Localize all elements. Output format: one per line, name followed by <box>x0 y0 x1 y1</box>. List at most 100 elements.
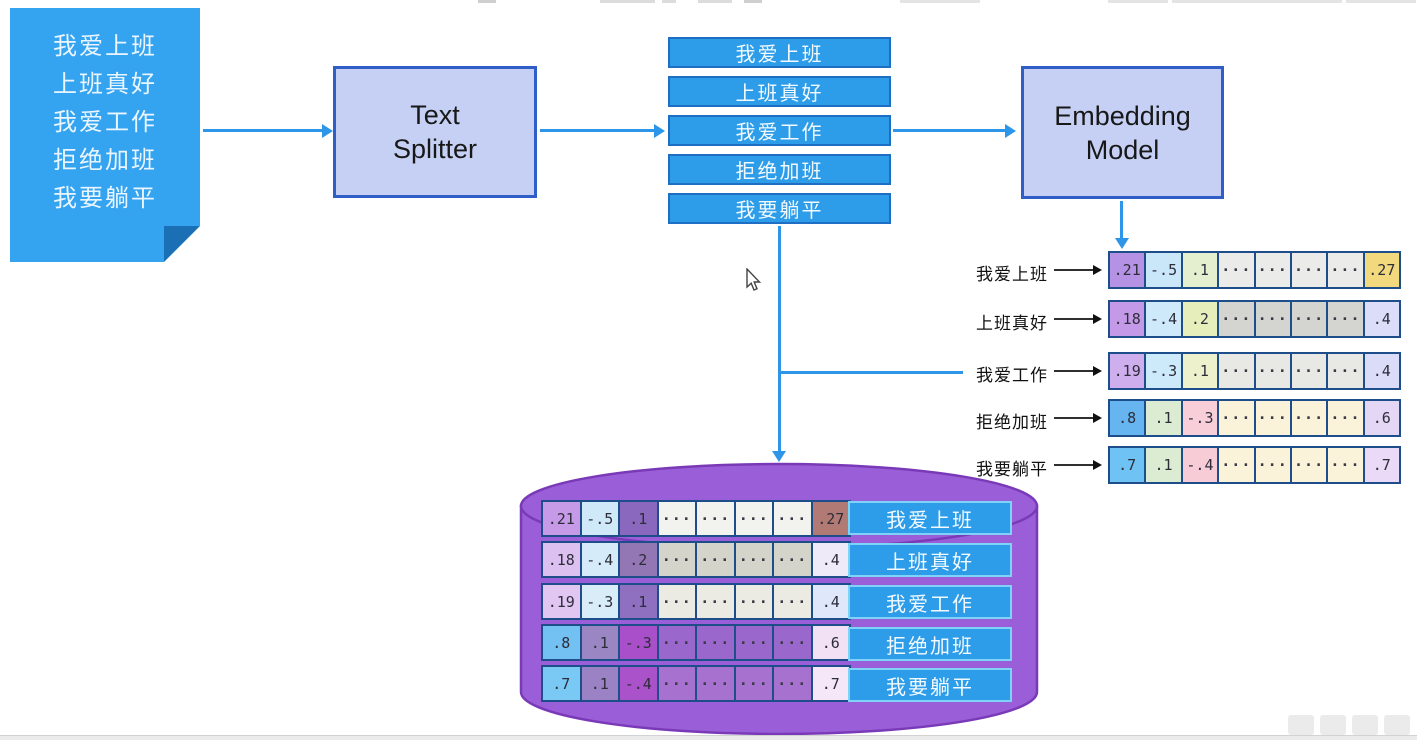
top-edge-fragment <box>744 0 762 3</box>
vector-label-arrow <box>1054 370 1094 372</box>
document-line: 我爱上班 <box>53 33 157 60</box>
vector-cell: .6 <box>1362 401 1399 435</box>
vector-label-arrowhead <box>1093 366 1102 376</box>
db-cell: .18 <box>543 543 580 576</box>
vector-label-arrow <box>1054 464 1094 466</box>
db-row: .18-.4.2············.4 <box>541 541 851 578</box>
db-cell: .1 <box>618 585 657 618</box>
text-splitter-label: Text Splitter <box>392 100 478 164</box>
vector-cell: ··· <box>1289 354 1327 388</box>
db-row: .19-.3.1············.4 <box>541 583 851 620</box>
db-cell: .4 <box>810 543 849 576</box>
arrowhead-model-to-vectors <box>1115 238 1129 249</box>
db-cell: ··· <box>656 667 695 700</box>
db-row: .8.1-.3············.6 <box>541 624 851 661</box>
vector-cell: .1 <box>1144 401 1181 435</box>
vector-cell: .1 <box>1180 253 1218 287</box>
db-cell: .1 <box>579 667 618 700</box>
db-cell: ··· <box>772 585 811 618</box>
vector-cell: .27 <box>1362 253 1399 287</box>
chunk-bar: 上班真好 <box>668 76 891 107</box>
db-cell: .1 <box>618 502 657 535</box>
branch-line-to-vector-row <box>780 371 963 374</box>
vector-label-arrow <box>1054 417 1094 419</box>
embedding-model-box: Embedding Model <box>1021 66 1224 199</box>
db-cell: ··· <box>772 502 811 535</box>
db-cell: .21 <box>543 502 580 535</box>
document-line: 我要躺平 <box>53 185 157 212</box>
arrow-model-to-vectors <box>1120 201 1123 239</box>
db-cell: ··· <box>772 626 811 659</box>
vector-cell: .4 <box>1362 302 1399 336</box>
vector-cell: .7 <box>1362 448 1399 482</box>
vector-cell: ··· <box>1289 448 1327 482</box>
vector-label-arrowhead <box>1093 265 1102 275</box>
db-cell: ··· <box>733 585 772 618</box>
vector-row-label: 我爱工作 <box>976 366 1048 385</box>
arrow-splitter-to-chunks <box>540 129 655 132</box>
db-label-bar: 拒绝加班 <box>848 627 1012 661</box>
db-cell: ··· <box>733 626 772 659</box>
chunk-stack: 我爱上班上班真好我爱工作拒绝加班我要躺平 <box>668 37 891 232</box>
vector-cell: ··· <box>1289 401 1327 435</box>
top-edge-fragment <box>698 0 732 3</box>
top-edge-fragment <box>1108 0 1168 3</box>
db-label-bar: 我爱工作 <box>848 585 1012 619</box>
mouse-cursor <box>746 268 762 291</box>
vector-cell: ··· <box>1253 354 1290 388</box>
vector-label-arrowhead <box>1093 413 1102 423</box>
arrow-chunks-to-model <box>893 129 1006 132</box>
vector-cell: ··· <box>1217 401 1254 435</box>
vector-cell: ··· <box>1326 401 1363 435</box>
db-cell: -.4 <box>579 543 618 576</box>
top-edge-fragment <box>900 0 980 3</box>
vector-cell: ··· <box>1326 448 1363 482</box>
db-cell: ··· <box>695 667 734 700</box>
source-document-note: 我爱上班上班真好我爱工作拒绝加班我要躺平 <box>10 8 200 262</box>
db-cell: ··· <box>695 543 734 576</box>
document-line: 上班真好 <box>53 71 157 98</box>
vector-cell: ··· <box>1217 448 1254 482</box>
document-text-lines: 我爱上班上班真好我爱工作拒绝加班我要躺平 <box>10 28 200 218</box>
document-corner-fold <box>164 226 200 262</box>
vector-row: .18-.4.2············.4 <box>1108 300 1401 338</box>
top-edge-fragment <box>662 0 676 3</box>
vector-cell: .2 <box>1180 302 1218 336</box>
chunk-bar: 我爱工作 <box>668 115 891 146</box>
vector-row-label: 我要躺平 <box>976 460 1048 479</box>
db-cell: -.5 <box>579 502 618 535</box>
arrow-chunks-to-database <box>778 226 781 452</box>
vector-cell: ··· <box>1326 302 1363 336</box>
document-line: 我爱工作 <box>53 109 157 136</box>
arrowhead-chunks-to-database <box>772 451 786 462</box>
vector-row: .8.1-.3············.6 <box>1108 399 1401 437</box>
vector-cell: .4 <box>1362 354 1399 388</box>
db-cell: ··· <box>695 585 734 618</box>
db-cell: -.3 <box>579 585 618 618</box>
db-cell: .2 <box>618 543 657 576</box>
watermark <box>1288 712 1414 738</box>
db-cell: ··· <box>733 502 772 535</box>
db-label-bar: 我爱上班 <box>848 501 1012 535</box>
top-edge-fragment <box>1346 0 1416 3</box>
vector-cell: ··· <box>1253 302 1290 336</box>
db-cell: ··· <box>656 585 695 618</box>
vector-cell: -.4 <box>1144 302 1181 336</box>
arrowhead-chunks-to-model <box>1005 124 1016 138</box>
vector-cell: .1 <box>1144 448 1181 482</box>
vector-cell: ··· <box>1217 253 1254 287</box>
db-cell: ··· <box>733 543 772 576</box>
vector-cell: -.3 <box>1180 401 1218 435</box>
vector-cell: -.4 <box>1180 448 1218 482</box>
db-cell: ··· <box>695 502 734 535</box>
db-cell: ··· <box>695 626 734 659</box>
vector-cell: -.3 <box>1144 354 1181 388</box>
vector-cell: .21 <box>1110 253 1145 287</box>
vector-label-arrowhead <box>1093 314 1102 324</box>
text-splitter-box: Text Splitter <box>333 66 537 198</box>
arrow-doc-to-splitter <box>203 129 323 132</box>
vector-row: .7.1-.4············.7 <box>1108 446 1401 484</box>
db-row: .21-.5.1············.27 <box>541 500 851 537</box>
db-cell: .8 <box>543 626 580 659</box>
